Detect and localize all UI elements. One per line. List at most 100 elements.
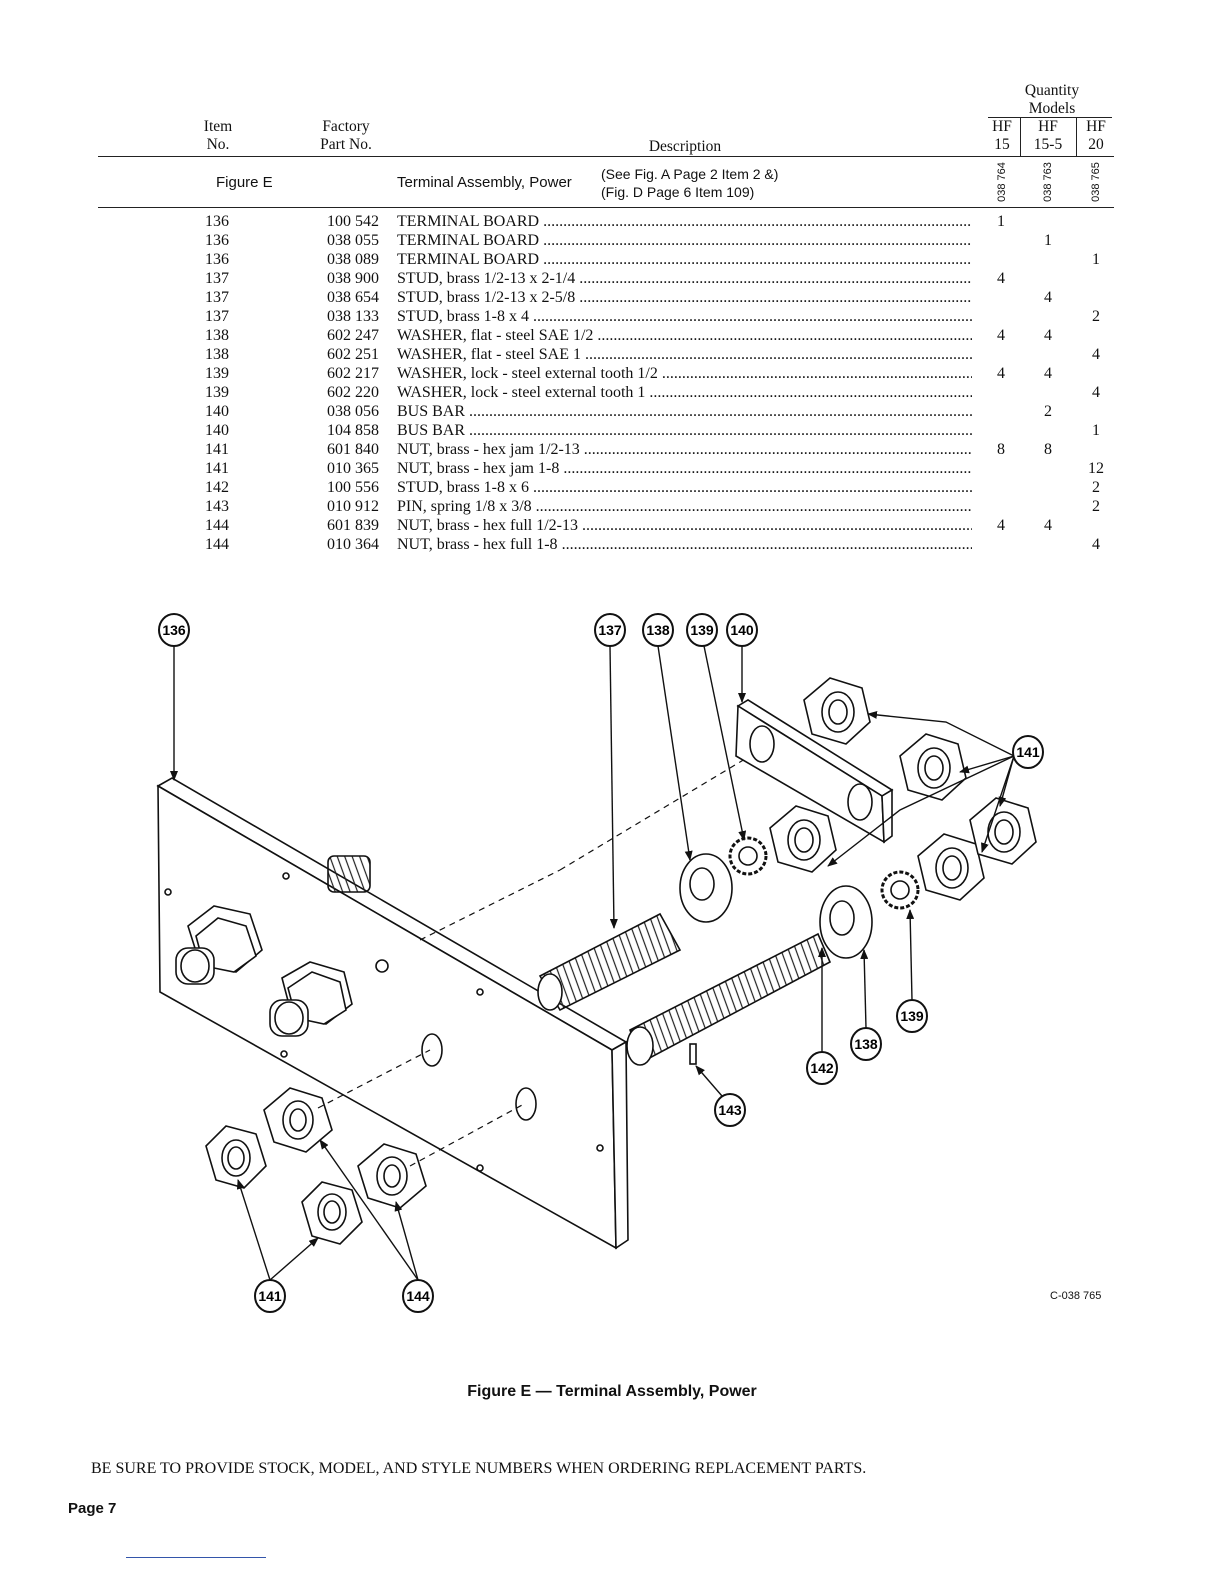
- part-number: 038 089: [327, 251, 379, 268]
- part-number: 010 364: [327, 536, 379, 553]
- qty-hf15-5: 4: [1044, 289, 1052, 306]
- callout-137: 137: [594, 613, 626, 647]
- part-description: NUT, brass - hex jam 1-8: [397, 459, 972, 478]
- callout-139-top: 139: [686, 613, 718, 647]
- part-number: 602 247: [327, 327, 379, 344]
- qty-hf15-5: 4: [1044, 327, 1052, 344]
- loose-nut-144-a: [263, 1087, 333, 1153]
- qty-hf15-5: 4: [1044, 517, 1052, 534]
- part-description: NUT, brass - hex full 1-8: [397, 535, 972, 554]
- qty-hf20: 4: [1092, 536, 1100, 553]
- callout-141-right: 141: [1012, 735, 1044, 769]
- part-number: 602 217: [327, 365, 379, 382]
- figure-caption: Figure E — Terminal Assembly, Power: [467, 1383, 757, 1400]
- models-heading: Models: [1028, 100, 1076, 117]
- models-underline: [988, 117, 1112, 118]
- qty-hf15: 1: [997, 213, 1005, 230]
- callout-141-left: 141: [254, 1279, 286, 1313]
- part-number: 100 542: [327, 213, 379, 230]
- part-description: TERMINAL BOARD: [397, 231, 972, 250]
- loose-nut-141-center: [301, 1181, 363, 1245]
- lock-washer-139-upper: [728, 836, 768, 876]
- svg-text:140: 140: [730, 622, 754, 638]
- ordering-note: BE SURE TO PROVIDE STOCK, MODEL, AND STY…: [91, 1460, 867, 1477]
- figure-row-ref-1: (See Fig. A Page 2 Item 2 &): [601, 166, 779, 182]
- figure-row-ref-2: (Fig. D Page 6 Item 109): [601, 184, 755, 200]
- stock-number-col-2: 038 763: [1042, 162, 1054, 202]
- model-col-1-line2: 15: [994, 136, 1010, 153]
- part-description: STUD, brass 1-8 x 6: [397, 478, 972, 497]
- callout-138-bottom: 138: [850, 1027, 882, 1061]
- flat-washer-138-lower: [819, 885, 873, 959]
- lock-washer-139-lower: [880, 870, 920, 910]
- description-heading: Description: [648, 138, 722, 155]
- stock-number-col-3: 038 765: [1090, 162, 1102, 202]
- callout-144: 144: [402, 1279, 434, 1313]
- qty-hf15-5: 1: [1044, 232, 1052, 249]
- part-description: NUT, brass - hex jam 1/2-13: [397, 440, 972, 459]
- figure-row-title: Terminal Assembly, Power: [397, 174, 572, 191]
- col-divider-1: [1020, 118, 1021, 156]
- part-number: 602 251: [327, 346, 379, 363]
- jam-nut-141-c: [769, 805, 837, 873]
- item-number: 138: [205, 346, 229, 363]
- qty-hf15: 4: [997, 327, 1005, 344]
- model-col-2-line2: 15-5: [1033, 136, 1063, 153]
- item-number: 142: [205, 479, 229, 496]
- item-number: 138: [205, 327, 229, 344]
- qty-hf20: 4: [1092, 384, 1100, 401]
- callout-140: 140: [726, 613, 758, 647]
- stock-number-col-1: 038 764: [996, 162, 1008, 202]
- svg-text:143: 143: [718, 1102, 742, 1118]
- item-no-heading-2: No.: [206, 136, 230, 153]
- factory-part-heading-1: Factory: [322, 118, 370, 135]
- part-number: 100 556: [327, 479, 379, 496]
- part-number: 038 056: [327, 403, 379, 420]
- svg-text:142: 142: [810, 1060, 834, 1076]
- part-number: 010 912: [327, 498, 379, 515]
- flat-washer-138-upper: [679, 853, 733, 923]
- part-description: BUS BAR: [397, 421, 972, 440]
- part-description: WASHER, lock - steel external tooth 1: [397, 383, 972, 402]
- part-description: STUD, brass 1/2-13 x 2-5/8: [397, 288, 972, 307]
- table-row: 139 602 217 WASHER, lock - steel external …: [0, 364, 1224, 383]
- part-description: NUT, brass - hex full 1/2-13: [397, 516, 972, 535]
- jam-nut-141-e: [969, 797, 1037, 865]
- table-row: 138 602 247 WASHER, flat - steel SAE 1/2 4 4: [0, 326, 1224, 345]
- qty-hf20: 1: [1092, 422, 1100, 439]
- part-number: 038 654: [327, 289, 379, 306]
- item-number: 141: [205, 460, 229, 477]
- spring-pin-143: [689, 1043, 697, 1065]
- svg-text:139: 139: [900, 1008, 924, 1024]
- qty-hf15: 4: [997, 517, 1005, 534]
- item-number: 137: [205, 270, 229, 287]
- part-description: WASHER, flat - steel SAE 1: [397, 345, 972, 364]
- item-number: 141: [205, 441, 229, 458]
- item-number: 144: [205, 536, 229, 553]
- table-row: 144 010 364 NUT, brass - hex full 1-8 4: [0, 535, 1224, 554]
- qty-hf15: 4: [997, 270, 1005, 287]
- board-stud-rear: [327, 855, 371, 893]
- page-number: Page 7: [68, 1500, 117, 1517]
- item-number: 139: [205, 365, 229, 382]
- part-description: WASHER, flat - steel SAE 1/2: [397, 326, 972, 345]
- board-nut-upper: [175, 905, 263, 985]
- jam-nut-141-b: [899, 733, 967, 801]
- part-number: 104 858: [327, 422, 379, 439]
- item-number: 136: [205, 213, 229, 230]
- part-description: WASHER, lock - steel external tooth 1/2: [397, 364, 972, 383]
- part-number: 010 365: [327, 460, 379, 477]
- qty-hf15: 4: [997, 365, 1005, 382]
- part-description: STUD, brass 1-8 x 4: [397, 307, 972, 326]
- svg-text:141: 141: [1016, 744, 1040, 760]
- header-rule: [98, 156, 1114, 157]
- item-number: 143: [205, 498, 229, 515]
- part-description: STUD, brass 1/2-13 x 2-1/4: [397, 269, 972, 288]
